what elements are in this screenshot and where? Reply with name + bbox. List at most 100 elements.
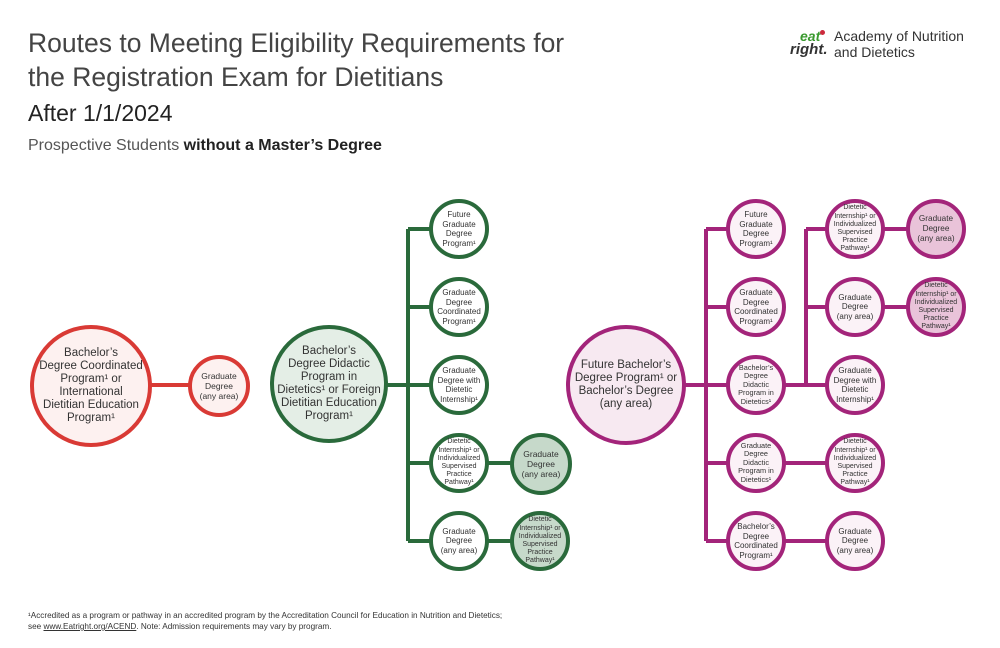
node-line: Program¹: [67, 412, 115, 424]
node-line: Graduate: [442, 288, 476, 297]
node-line: Dietitian Education: [281, 397, 377, 409]
node-red-graduate: Graduate Degree (any area): [188, 355, 250, 417]
node-mag-grad-coord: Graduate Degree Coordinated Program¹: [726, 277, 786, 337]
node-line: (any area): [599, 398, 653, 410]
footnote: ¹Accredited as a program or pathway in a…: [28, 610, 728, 632]
node-line: Individualized: [437, 454, 481, 462]
node-green-future-grad: Future Graduate Degree Program¹: [429, 199, 489, 259]
audience-prefix: Prospective Students: [28, 137, 184, 154]
node-line: Supervised: [441, 463, 477, 470]
node-line: Dietetic: [841, 385, 869, 394]
node-line: Program¹: [305, 410, 353, 422]
node-green-internship-grad: Graduate Degree (any area): [510, 433, 572, 495]
node-line: Dietetic: [924, 282, 948, 290]
node-line: Didactic: [743, 457, 769, 467]
node-line: Program¹: [739, 550, 773, 560]
node-line: (any area): [917, 233, 955, 243]
node-line: Practice: [446, 471, 472, 479]
node-line: Future: [447, 210, 471, 219]
node-green-grad-coord-text: Graduate Degree Coordinated Program¹: [437, 288, 481, 326]
node-green-grad-coord: Graduate Degree Coordinated Program¹: [429, 277, 489, 337]
node-line: Graduate: [838, 292, 872, 302]
node-red-bachelor-text: Bachelor’s Degree Coordinated Program¹ o…: [39, 347, 143, 425]
page-subtitle: After 1/1/2024: [28, 100, 173, 126]
node-line: Bachelor’s: [302, 345, 356, 357]
node-line: Dietetic: [843, 204, 867, 212]
node-line: (any area): [836, 545, 874, 555]
node-green-grad-internship: Graduate Degree with Dietetic Internship…: [429, 355, 489, 415]
node-line: Graduate: [740, 440, 772, 450]
node-mag-bachelor-coord-text: Bachelor’s Degree Coordinated Program¹: [734, 522, 778, 560]
node-line: Dietetics¹: [740, 396, 772, 406]
node-mag-grad-didactic: Graduate Degree Didactic Program in Diet…: [726, 433, 786, 493]
node-line: Individualized: [833, 220, 877, 228]
node-line: Internship¹ or: [834, 212, 876, 220]
node-line: Degree Program¹ or: [574, 372, 678, 384]
node-green-bachelor: Bachelor’s Degree Didactic Program in Di…: [270, 325, 388, 443]
node-line: Dietetic: [843, 438, 867, 446]
node-line: Program in: [300, 371, 358, 383]
node-line: Pathway¹: [840, 479, 870, 487]
node-green-grad-any-internship: Dietetic Internship¹ or Individualized S…: [510, 511, 570, 571]
node-mag-internship-a: Dietetic Internship¹ or Individualized S…: [825, 199, 885, 259]
node-line: Internship¹ or: [834, 446, 876, 454]
logo-eat-text: eat: [800, 28, 821, 44]
node-line: Pathway¹: [444, 479, 474, 487]
node-line: Practice: [923, 315, 949, 323]
node-line: Supervised: [837, 463, 873, 470]
node-mag-grad-any-internship: Dietetic Internship¹ or Individualized S…: [906, 277, 966, 337]
title-line-2: the Registration Exam for Dietitians: [28, 62, 444, 92]
node-mag-grad-any: Graduate Degree (any area): [825, 277, 885, 337]
node-line: Bachelor’s: [738, 362, 774, 372]
node-line: Coordinated: [734, 307, 778, 316]
node-green-grad-any: Graduate Degree (any area): [429, 511, 489, 571]
node-mag-bachelor-didactic: Bachelor’s Degree Didactic Program in Di…: [726, 355, 786, 415]
node-line: Degree: [445, 229, 473, 238]
node-green-grad-any-text: Graduate Degree (any area): [441, 527, 477, 556]
node-mag-bachelor-coord: Bachelor’s Degree Coordinated Program¹: [726, 511, 786, 571]
node-line: (any area): [521, 469, 561, 479]
node-line: Pathway¹: [525, 557, 555, 565]
node-line: Supervised: [837, 229, 873, 236]
node-line: Degree: [841, 536, 869, 546]
node-line: Graduate: [739, 288, 773, 297]
node-line: Individualized: [833, 454, 877, 462]
node-line: Dietetic: [447, 438, 471, 446]
node-line: Degree: [922, 224, 950, 234]
node-red-bachelor: Bachelor’s Degree Coordinated Program¹ o…: [30, 325, 152, 447]
node-green-internship-text: Dietetic Internship¹ or Individualized S…: [438, 438, 480, 487]
logo-dot-icon: [820, 30, 825, 35]
footnote-suffix: . Note: Admission requirements may vary …: [136, 622, 332, 631]
node-line: Individualized: [518, 532, 562, 540]
audience-bold: without a Master’s Degree: [183, 137, 382, 154]
node-line: Degree Coordinated: [39, 360, 143, 372]
acend-link[interactable]: www.Eatright.org/ACEND: [43, 622, 137, 631]
node-mag-future-bachelor: Future Bachelor’s Degree Program¹ or Bac…: [566, 325, 686, 445]
node-line: Degree: [841, 302, 869, 312]
node-line: Supervised: [522, 541, 558, 548]
node-line: Future: [744, 210, 768, 219]
node-line: Pathway¹: [840, 245, 870, 253]
logo-right-text: right.: [790, 41, 828, 58]
node-line: (any area): [440, 545, 478, 555]
node-mag-future-grad-text: Future Graduate Degree Program¹: [739, 210, 772, 248]
node-line: (any area): [199, 391, 239, 401]
node-line: Dietetic: [445, 385, 473, 394]
node-line: Degree: [445, 297, 473, 307]
node-line: Didactic: [743, 379, 769, 389]
node-line: Dietitian Education: [43, 399, 139, 411]
node-mag-grad-internship: Graduate Degree with Dietetic Internship…: [825, 355, 885, 415]
node-line: Internship¹ or: [519, 524, 561, 532]
node-line: Internship¹ or: [915, 290, 957, 298]
node-line: Graduate: [523, 449, 559, 459]
node-line: Degree with: [437, 375, 481, 385]
node-line: Degree: [742, 297, 770, 307]
node-line: Coordinated: [734, 541, 778, 550]
node-line: Degree: [742, 229, 770, 238]
node-line: Degree Didactic: [288, 358, 370, 370]
node-red-graduate-text: Graduate Degree (any area): [200, 371, 239, 401]
node-mag-grad-any-internship-text: Dietetic Internship¹ or Individualized S…: [915, 282, 957, 331]
node-line: Future Bachelor’s: [580, 359, 672, 371]
node-line: Bachelor’s: [64, 347, 118, 359]
node-line: Practice: [527, 549, 553, 557]
